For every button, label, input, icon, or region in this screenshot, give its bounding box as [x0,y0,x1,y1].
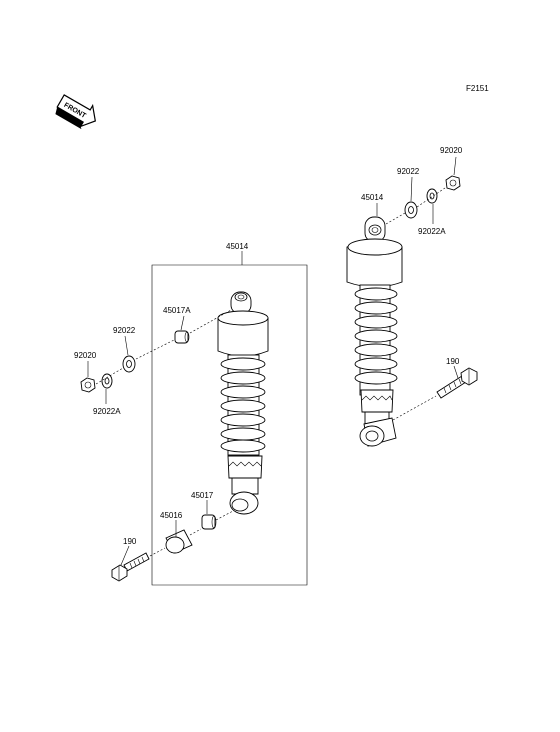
leader-190-right [453,365,459,379]
label-92022A-right: 92022A [418,227,446,236]
axis-top-right-b [416,187,446,208]
leader-92022-right [410,176,413,202]
label-92020-right: 92020 [440,146,463,155]
figure-code: F2151 [466,84,489,93]
bushing-45017 [201,514,217,530]
leader-92022-left [124,335,129,356]
label-92022-left: 92022 [113,326,136,335]
right-shock-absorber [346,216,403,447]
label-92022-right: 92022 [397,167,420,176]
leader-190-left [120,545,130,566]
bolt-190-right [436,367,478,399]
washer-92022-left [122,355,136,373]
left-group-bracket [151,264,308,586]
collar-45016 [165,529,193,554]
bolt-190-left [111,552,150,582]
axis-nut-left [95,367,124,385]
axis-bottom-left-b [189,528,202,536]
bushing-45017A [174,330,190,344]
axis-washer-left [135,339,175,360]
label-45014-right: 45014 [361,193,384,202]
axis-top-right-a [385,212,406,225]
axis-bolt-right [392,395,437,421]
lockwasher-92022A-left [101,373,113,389]
label-45014-left: 45014 [226,242,249,251]
left-shock-absorber [217,291,269,515]
label-45017: 45017 [191,491,214,500]
lockwasher-92022A-right [426,188,438,204]
nut-92020-left [80,377,96,393]
label-92022A-left: 92022A [93,407,121,416]
axis-bottom-left-a [215,510,234,521]
label-190-left: 190 [123,537,137,546]
leader-92020-right [453,156,457,176]
washer-92022-right [404,201,418,219]
label-45016: 45016 [160,511,183,520]
nut-92020-right [445,175,461,191]
axis-bolt-left [149,547,166,557]
label-45017A: 45017A [163,306,191,315]
front-arrow-icon: FRONT [55,94,96,130]
leader-45017A [180,315,185,331]
label-92020-left: 92020 [74,351,97,360]
label-190-right: 190 [446,357,460,366]
